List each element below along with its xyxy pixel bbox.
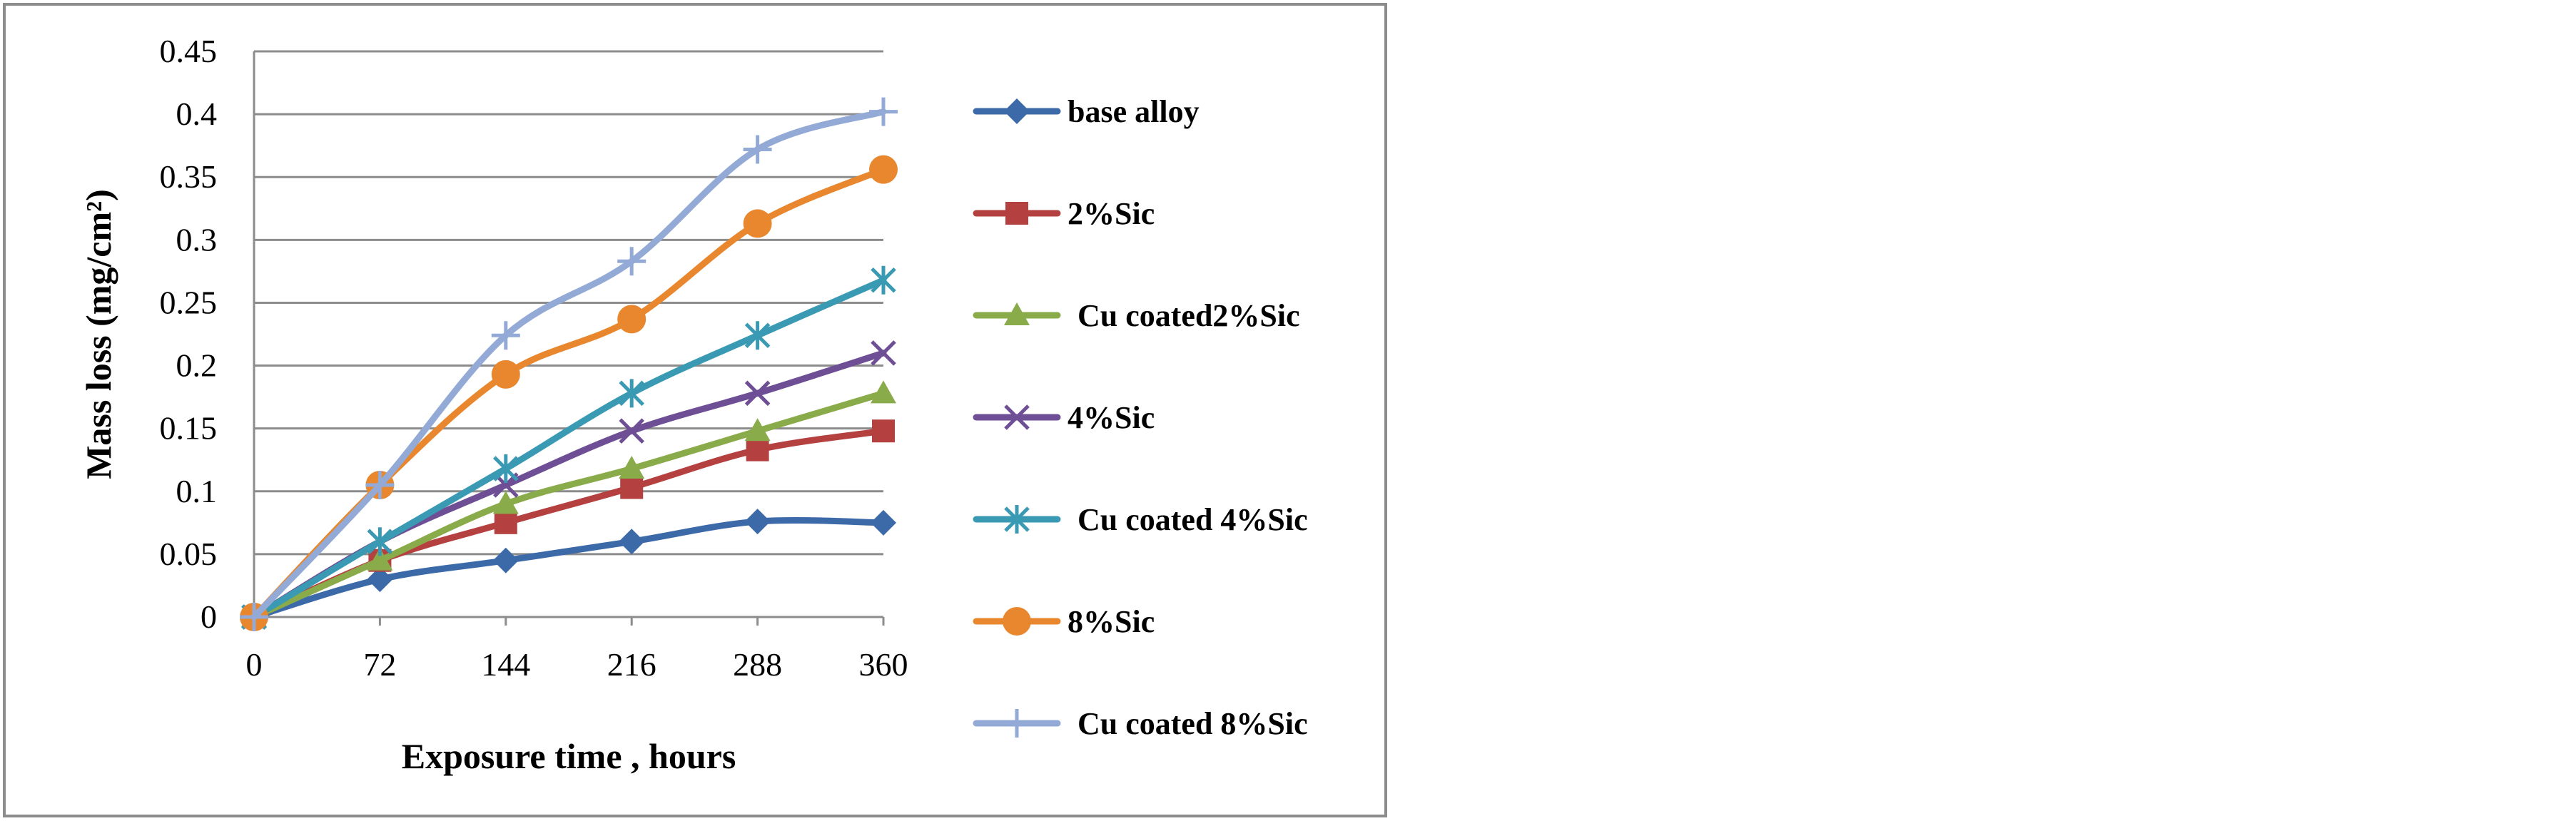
legend-label: Cu coated2%Sic xyxy=(1077,298,1300,333)
data-point xyxy=(492,491,519,514)
x-tick-label: 288 xyxy=(733,646,782,683)
legend-item: base alloy xyxy=(973,94,1200,129)
data-point xyxy=(617,305,646,334)
series-line xyxy=(250,389,887,621)
data-point xyxy=(491,359,520,389)
data-point xyxy=(619,529,645,555)
legend-label: Cu coated 4%Sic xyxy=(1077,502,1308,537)
data-point xyxy=(743,135,772,164)
legend-item: Cu coated2%Sic xyxy=(973,298,1300,333)
legend-label: 4%Sic xyxy=(1068,400,1155,435)
data-point xyxy=(871,340,896,366)
legend-swatch-marker xyxy=(1003,607,1031,636)
data-point xyxy=(744,509,771,535)
legend-label: Cu coated 8%Sic xyxy=(1077,706,1308,741)
series-6 xyxy=(240,155,898,631)
x-tick-label: 360 xyxy=(859,646,908,683)
data-point xyxy=(492,547,519,573)
data-point xyxy=(746,438,769,462)
legend-swatch-marker xyxy=(1005,202,1028,225)
series-line xyxy=(250,277,887,621)
data-point xyxy=(491,321,520,350)
data-point xyxy=(617,247,646,276)
legend-item: 2%Sic xyxy=(973,196,1155,231)
y-tick-labels: 0 0.05 0.1 0.15 0.2 0.25 0.3 0.35 0.4 0.45 xyxy=(160,33,218,635)
y-tick-label: 0.1 xyxy=(176,473,218,509)
data-point xyxy=(367,566,393,593)
data-point xyxy=(240,603,268,631)
x-tick-labels: 0 72 144 216 288 360 xyxy=(246,617,908,683)
x-tick-label: 144 xyxy=(481,646,530,683)
legend-item: 8%Sic xyxy=(973,604,1155,639)
data-point xyxy=(744,418,771,442)
x-tick-label: 216 xyxy=(607,646,656,683)
data-point xyxy=(493,454,519,484)
data-point xyxy=(871,509,896,536)
y-tick-label: 0.4 xyxy=(176,96,218,132)
data-point xyxy=(365,470,395,499)
legend-label: 2%Sic xyxy=(1068,196,1155,231)
data-point xyxy=(869,155,898,184)
legend-item: 4%Sic xyxy=(973,400,1155,435)
x-tick-label: 0 xyxy=(246,646,263,683)
data-point xyxy=(620,476,644,499)
series-3 xyxy=(241,380,896,627)
y-tick-label: 0.35 xyxy=(160,158,218,195)
legend-item: Cu coated 4%Sic xyxy=(973,502,1308,537)
legend-swatch-marker xyxy=(1004,302,1030,325)
gridlines xyxy=(254,50,883,556)
legend-swatch-marker xyxy=(1003,709,1031,738)
data-point xyxy=(872,419,895,443)
data-point xyxy=(743,209,772,238)
series-7 xyxy=(240,97,898,631)
data-point xyxy=(619,456,645,479)
legend-swatch-marker xyxy=(1004,505,1030,534)
data-point xyxy=(871,265,896,295)
y-tick-label: 0.2 xyxy=(176,347,218,384)
x-tick-label: 72 xyxy=(363,646,396,683)
data-point xyxy=(367,527,393,556)
series-group xyxy=(240,97,898,631)
data-point xyxy=(744,321,771,350)
data-point xyxy=(494,511,517,534)
data-point xyxy=(619,418,644,444)
y-tick-label: 0.05 xyxy=(160,536,218,572)
series-line xyxy=(250,516,887,621)
data-point xyxy=(619,379,644,408)
y-tick-label: 0.25 xyxy=(160,284,218,320)
x-axis-title: Exposure time , hours xyxy=(402,736,736,776)
y-tick-label: 0.3 xyxy=(176,221,218,257)
legend-swatch-marker xyxy=(1004,98,1030,124)
legend-swatch-marker xyxy=(1004,404,1030,430)
y-axis-title: Mass loss (mg/cm²) xyxy=(78,189,118,479)
legend-label: 8%Sic xyxy=(1068,604,1155,639)
data-point xyxy=(869,97,898,126)
legend-item: Cu coated 8%Sic xyxy=(973,706,1308,741)
data-point xyxy=(367,547,393,571)
data-point xyxy=(744,380,771,407)
data-point xyxy=(871,380,896,404)
y-tick-label: 0 xyxy=(201,598,217,635)
series-line xyxy=(250,108,887,621)
legend-label: base alloy xyxy=(1068,94,1200,129)
legend: base alloy 2%Sic Cu coated2%Sic 4%Sic Cu coa… xyxy=(973,94,1308,741)
y-tick-label: 0.15 xyxy=(160,410,218,447)
y-tick-label: 0.45 xyxy=(160,33,218,69)
